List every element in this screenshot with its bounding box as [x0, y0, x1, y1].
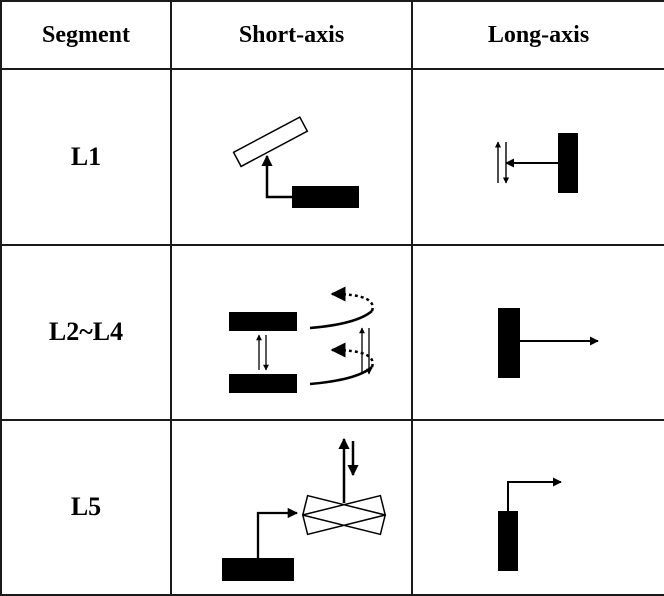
row-l1: L1: [0, 68, 664, 246]
up-right-arrow: [507, 477, 562, 512]
vertical-vertebra-block: [558, 133, 578, 194]
header-row: Segment Short-axis Long-axis: [0, 0, 664, 71]
vertical-vertebra-block: [498, 511, 518, 572]
header-short-axis: Short-axis: [170, 0, 413, 71]
segment-label-l5: L5: [0, 418, 172, 596]
segment-label-l2-l4: L2~L4: [0, 243, 172, 421]
lower-rotation-arc: [309, 366, 373, 386]
base-vertebra-block: [222, 558, 294, 582]
upper-rotation-dotted: [330, 286, 374, 312]
short-axis-diagram-l5: [222, 438, 387, 582]
long-axis-diagram-l1: [494, 133, 578, 194]
lift-arrow: [261, 154, 292, 199]
long-axis-diagram-l2-l4: [498, 308, 599, 379]
short-axis-l5: [170, 418, 413, 596]
upper-vertebra-block: [229, 312, 297, 332]
short-axis-l1: [170, 68, 413, 246]
base-vertebra-block: [292, 186, 359, 209]
header-long-axis: Long-axis: [411, 0, 664, 71]
short-axis-diagram-l1: [232, 116, 359, 209]
lower-rotation-dotted: [330, 342, 374, 368]
row-l2-l4: L2~L4: [0, 243, 664, 421]
crossed-vertebra-outline: [301, 495, 387, 536]
short-axis-l2-l4: [170, 243, 413, 421]
upper-rotation-arc: [309, 310, 373, 330]
long-axis-l5: [411, 418, 664, 596]
vertical-vertebra-block: [498, 308, 520, 379]
long-axis-l1: [411, 68, 664, 246]
tilted-vertebra-outline: [232, 116, 309, 168]
lower-vertebra-block: [229, 374, 297, 394]
header-segment: Segment: [0, 0, 172, 71]
row-l5: L5: [0, 418, 664, 596]
segment-label-l1: L1: [0, 68, 172, 246]
short-axis-diagram-l2-l4: [229, 286, 374, 394]
lift-arrow: [256, 508, 299, 559]
long-axis-l2-l4: [411, 243, 664, 421]
long-axis-diagram-l5: [498, 477, 562, 572]
